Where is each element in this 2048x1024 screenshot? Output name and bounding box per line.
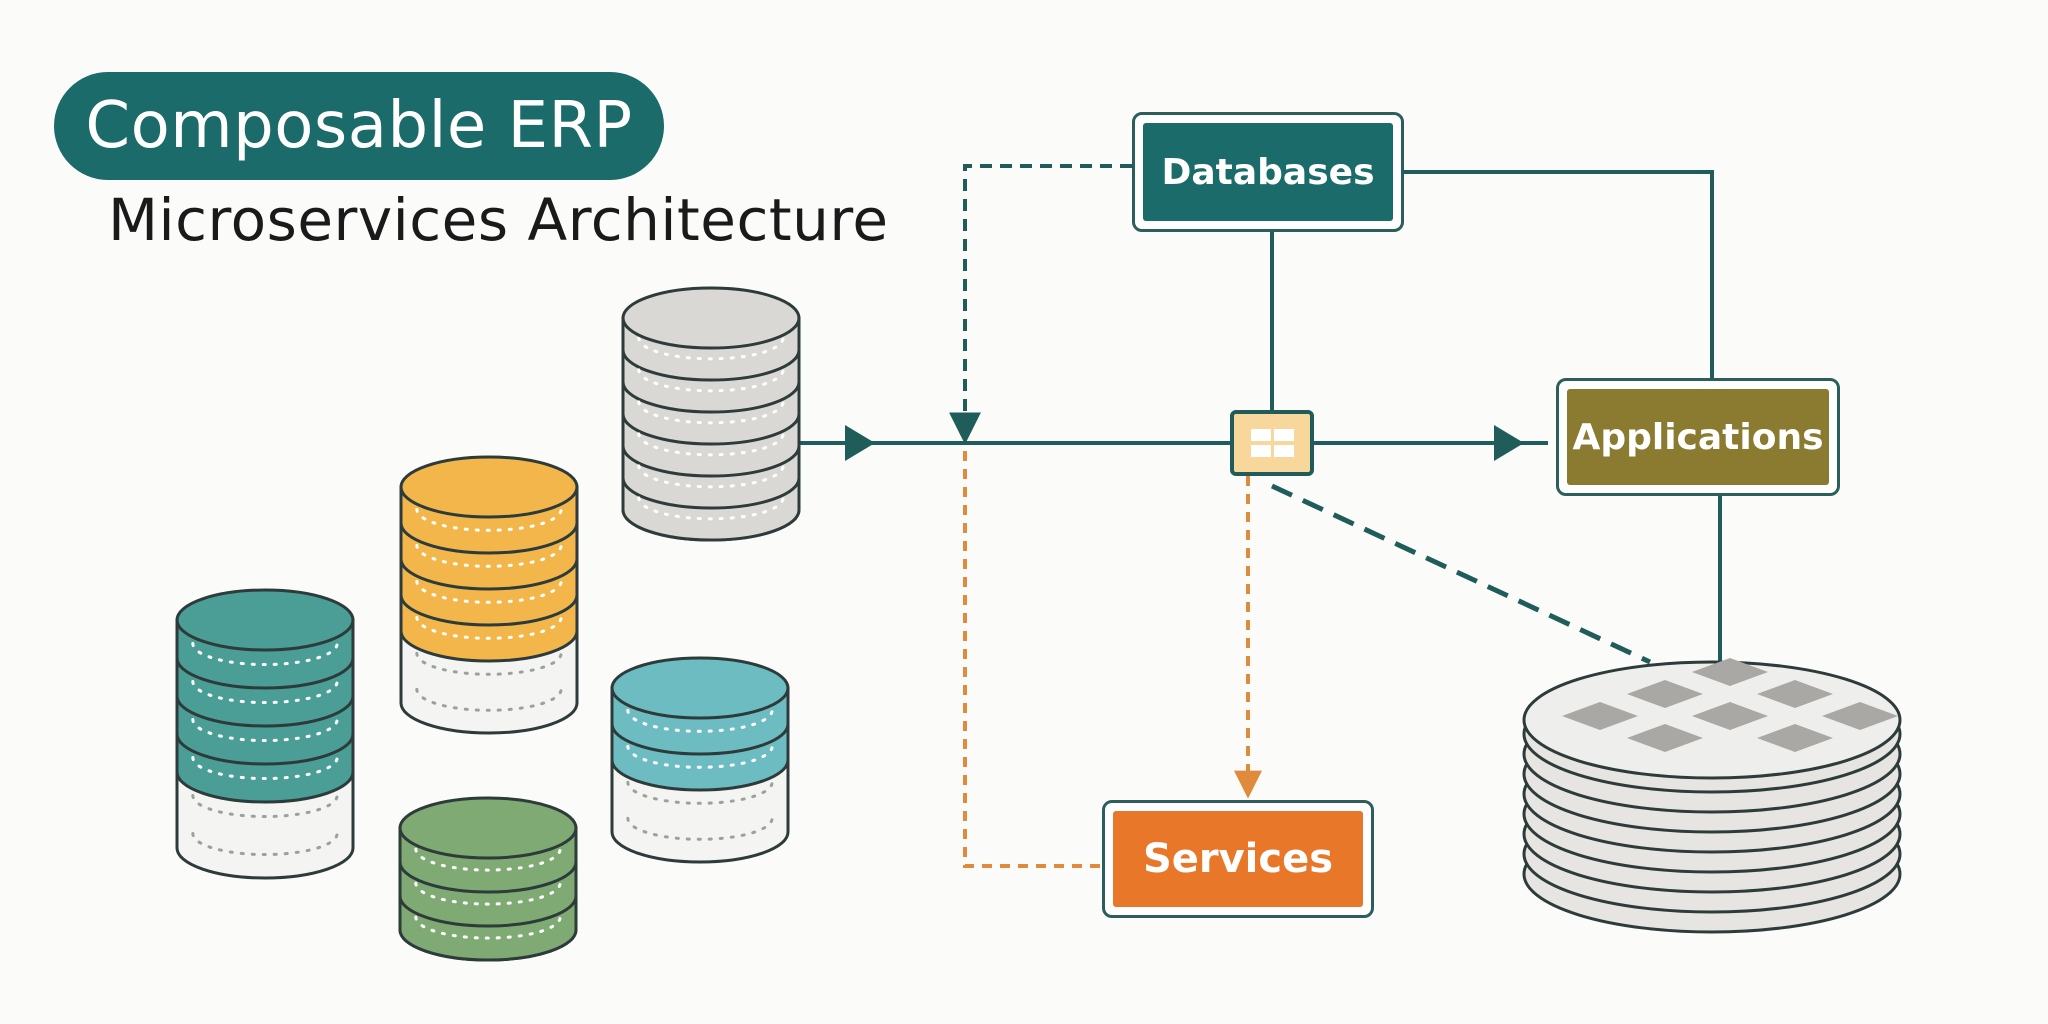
storage-tile <box>1822 702 1898 730</box>
applications-node[interactable]: Applications <box>1556 378 1840 496</box>
storage-tile <box>1627 724 1703 752</box>
database-cylinder-amber <box>399 455 579 735</box>
storage-tile <box>1692 702 1768 730</box>
services-return-dashed-link <box>963 448 1100 868</box>
hub-grid-icon <box>1230 410 1314 476</box>
title-badge: Composable ERP <box>54 72 664 180</box>
services-label: Services <box>1142 836 1334 882</box>
database-stacks <box>175 286 801 962</box>
page-title: Composable ERP <box>85 89 633 163</box>
page-subtitle: Microservices Architecture <box>108 186 889 254</box>
database-cylinder-teal <box>175 588 355 880</box>
storage-tile <box>1692 658 1768 686</box>
databases-node[interactable]: Databases <box>1132 112 1404 232</box>
hub-to-storage-dashed-link <box>1270 483 1652 665</box>
databases-label: Databases <box>1161 151 1375 193</box>
storage-tile <box>1757 680 1833 708</box>
storage-tile <box>1757 724 1833 752</box>
database-cylinder-green <box>398 796 578 962</box>
applications-label: Applications <box>1572 416 1824 458</box>
connectors <box>800 164 1736 868</box>
database-cylinder-blue <box>610 656 790 864</box>
arrow-head-icon <box>845 425 875 461</box>
arrow-head-icon <box>1494 425 1524 461</box>
storage-tile <box>1562 702 1638 730</box>
databases-to-applications-line <box>1404 170 1714 382</box>
storage-tile <box>1627 680 1703 708</box>
database-cylinder-gray <box>621 286 801 542</box>
services-node[interactable]: Services <box>1102 800 1374 918</box>
storage-stack-icon <box>1522 658 1902 934</box>
databases-dashed-link <box>949 164 1132 445</box>
